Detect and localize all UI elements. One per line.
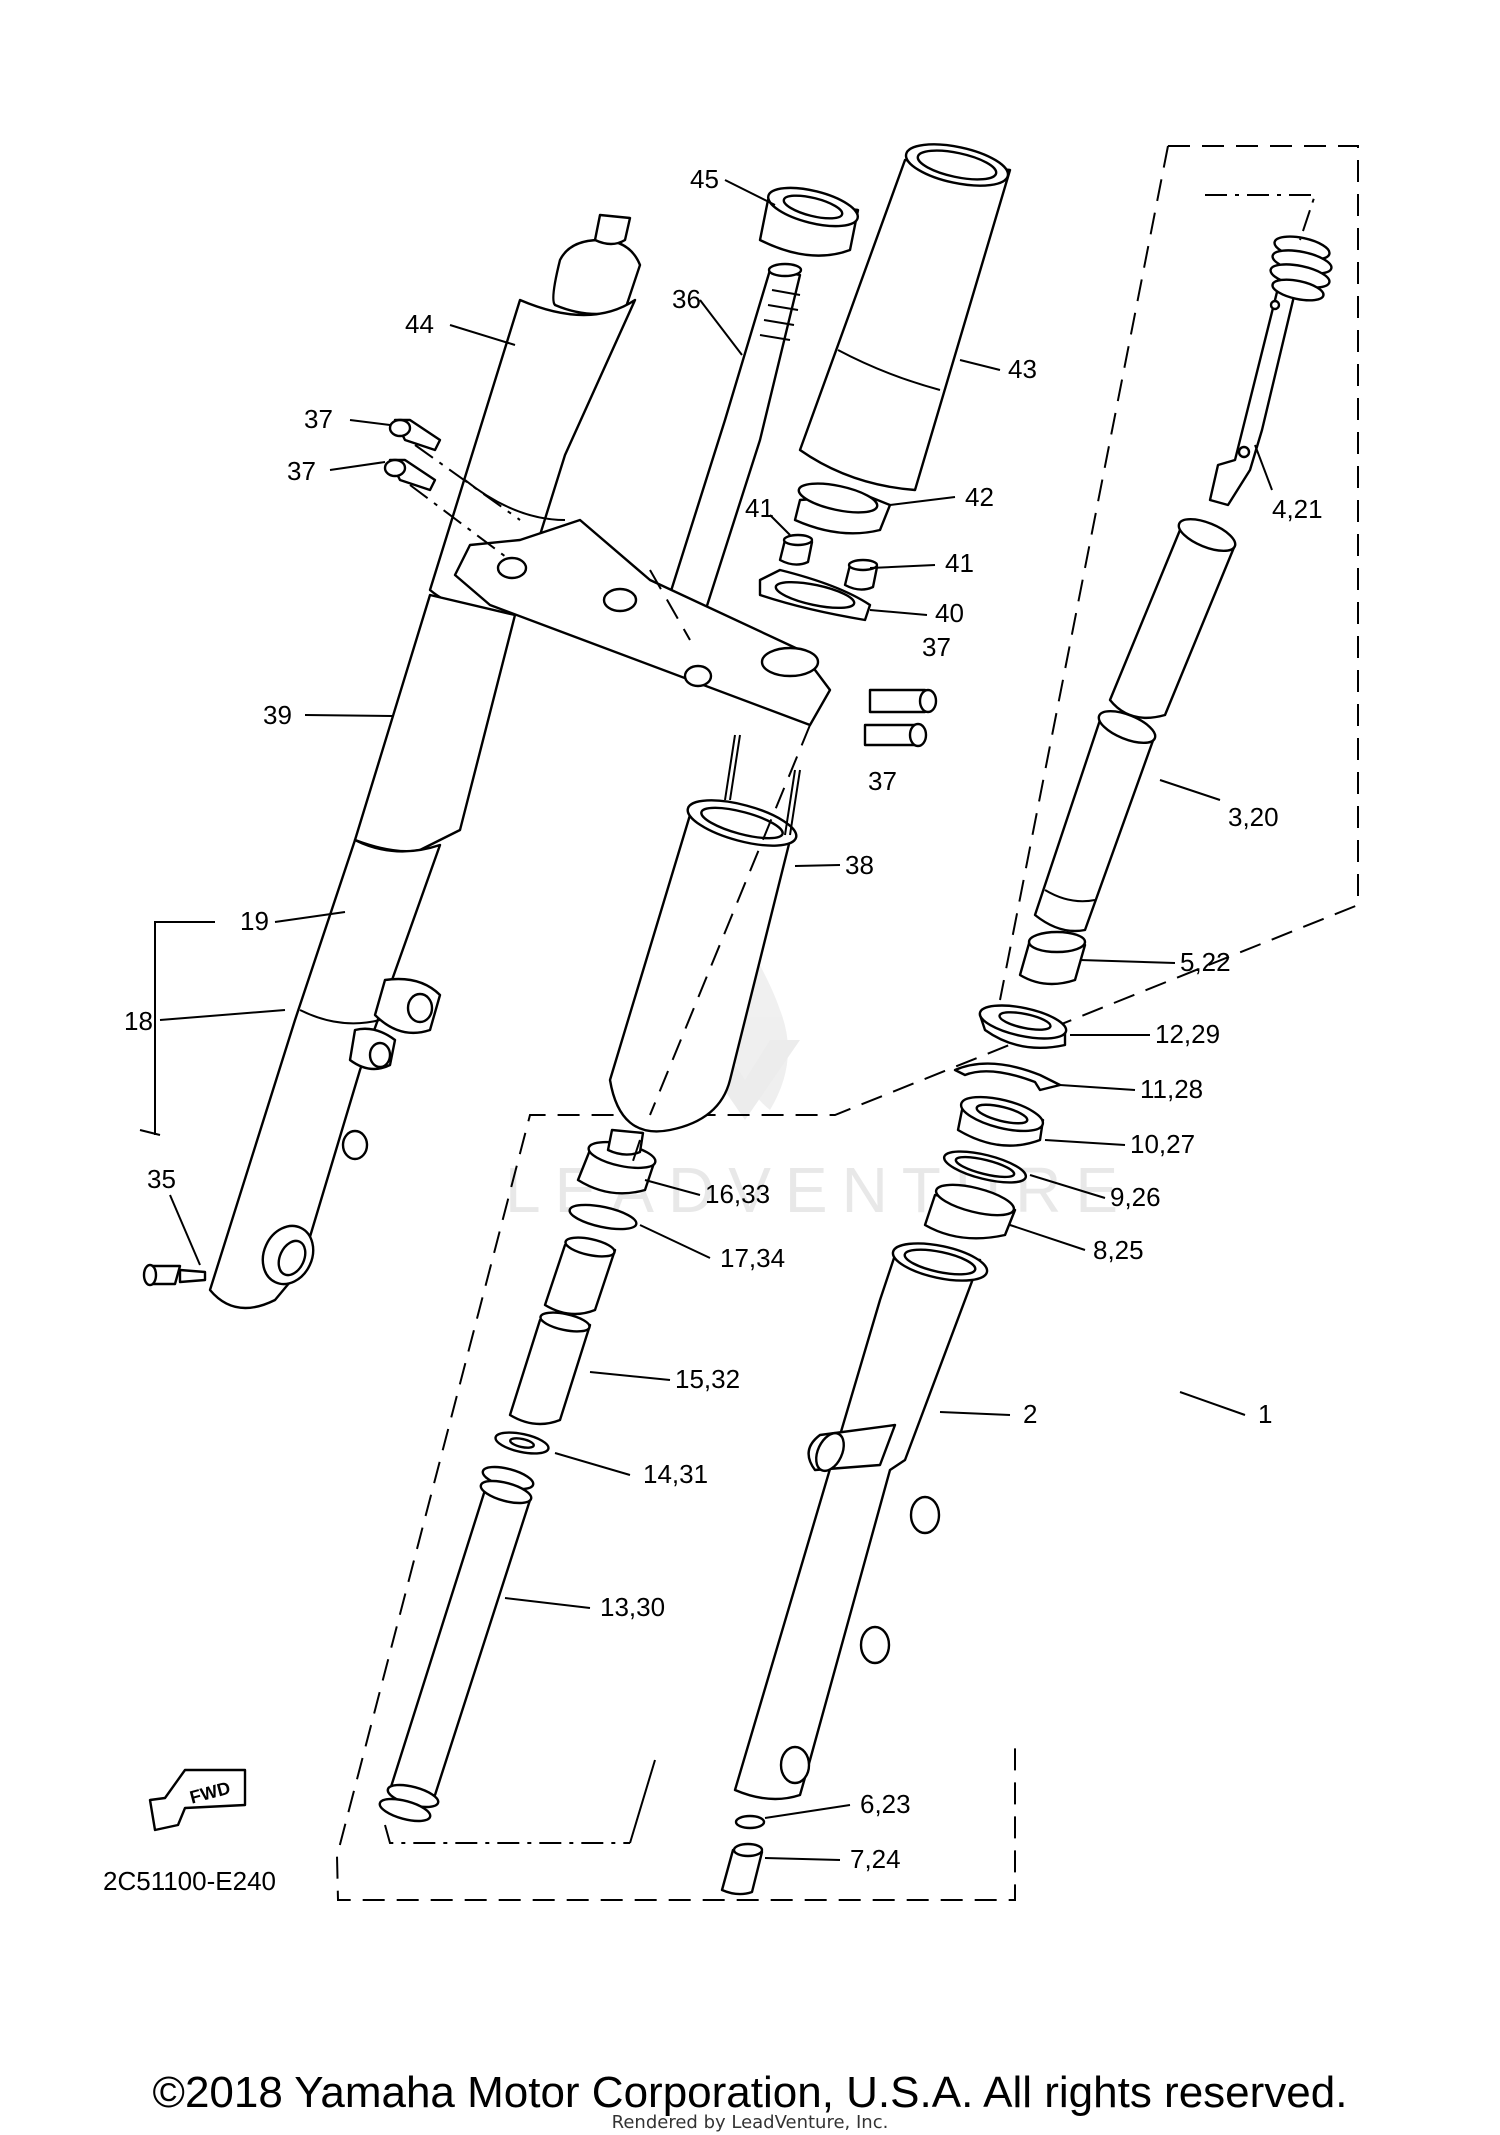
bushing-5-22 — [1018, 930, 1087, 986]
nut-41a — [778, 533, 814, 566]
callout-35: 35 — [147, 1164, 176, 1194]
bolt-35 — [142, 1263, 207, 1287]
steering-shaft-36 — [663, 262, 803, 617]
nut-41b — [843, 558, 879, 591]
damper-rod — [1208, 235, 1333, 507]
o-ring-17-34 — [568, 1203, 638, 1231]
callout-42: 42 — [965, 482, 994, 512]
washer-9-26 — [942, 1150, 1028, 1184]
callout-8-25: 8,25 — [1093, 1235, 1144, 1265]
callout-6-23: 6,23 — [860, 1789, 911, 1819]
seal-12-29 — [978, 1004, 1068, 1050]
ring-10-27 — [956, 1095, 1045, 1147]
fork-tube-39 — [353, 593, 517, 853]
callout-44: 44 — [405, 309, 434, 339]
bolt-7-24 — [720, 1842, 764, 1896]
callout-41-b: 41 — [945, 548, 974, 578]
spacer-15-32 — [508, 1236, 617, 1426]
callout-5-22: 5,22 — [1180, 947, 1231, 977]
cap-bolt-16-33 — [576, 1128, 657, 1195]
callout-17-34: 17,34 — [720, 1243, 785, 1273]
lock-washer-40 — [758, 568, 872, 622]
fork-tube-lower — [1033, 709, 1157, 933]
callout-37-c: 37 — [922, 632, 951, 662]
bearing-45 — [758, 186, 860, 257]
bolt-37c — [868, 688, 938, 714]
callout-40: 40 — [935, 598, 964, 628]
callout-41-a: 41 — [745, 493, 774, 523]
diagram-code: 2C51100-E240 — [103, 1866, 276, 1896]
callout-39: 39 — [263, 700, 292, 730]
assembly-outline-right — [999, 145, 1169, 1001]
callout-37-d: 37 — [868, 766, 897, 796]
callout-19: 19 — [240, 906, 269, 936]
callout-9-26: 9,26 — [1110, 1182, 1161, 1212]
callout-13-30: 13,30 — [600, 1592, 665, 1622]
callout-16-33: 16,33 — [705, 1179, 770, 1209]
assembly-outline — [335, 145, 1359, 1901]
clip-11-28 — [953, 1062, 1062, 1092]
callout-7-24: 7,24 — [850, 1844, 901, 1874]
callout-36: 36 — [672, 284, 701, 314]
leader-lines — [139, 179, 1273, 1861]
callout-38: 38 — [845, 850, 874, 880]
fork-upper-44 — [428, 213, 642, 617]
bolt-37b — [383, 458, 437, 492]
washer-14-31 — [494, 1431, 550, 1455]
bolt-37a — [388, 418, 442, 452]
nut-42 — [793, 482, 892, 535]
callout-3-20: 3,20 — [1228, 802, 1279, 832]
spring-13-30 — [378, 1465, 535, 1823]
callout-14-31: 14,31 — [643, 1459, 708, 1489]
fwd-arrow-icon: FWD — [148, 1768, 247, 1832]
callout-4-21: 4,21 — [1272, 494, 1323, 524]
callout-11-28: 11,28 — [1140, 1074, 1203, 1104]
callout-37-a: 37 — [304, 404, 333, 434]
rendered-by-notice: Rendered by LeadVenture, Inc. — [611, 2112, 889, 2133]
fork-tube-upper — [1108, 517, 1237, 719]
callout-15-32: 15,32 — [675, 1364, 740, 1394]
lower-cover-38 — [608, 734, 801, 1171]
callout-37-b: 37 — [287, 456, 316, 486]
callout-1: 1 — [1258, 1399, 1272, 1429]
callout-10-27: 10,27 — [1130, 1129, 1195, 1159]
copyright-notice: ©2018 Yamaha Motor Corporation, U.S.A. A… — [152, 2068, 1348, 2117]
callout-labels: 45 44 36 43 37 37 37 37 42 41 41 40 4,21… — [124, 164, 1323, 1874]
callout-2: 2 — [1023, 1399, 1037, 1429]
callout-18: 18 — [124, 1006, 153, 1036]
callout-12-29: 12,29 — [1155, 1019, 1220, 1049]
dust-seal-8-25 — [923, 1183, 1017, 1240]
fork-leg-18-19 — [208, 838, 442, 1310]
cover-43 — [798, 143, 1012, 492]
callout-45: 45 — [690, 164, 719, 194]
outer-tube-2 — [733, 1242, 989, 1801]
bolt-37d — [863, 722, 928, 748]
washer-6-23 — [734, 1814, 766, 1830]
triple-clamp-39 — [453, 518, 832, 727]
callout-43: 43 — [1008, 354, 1037, 384]
